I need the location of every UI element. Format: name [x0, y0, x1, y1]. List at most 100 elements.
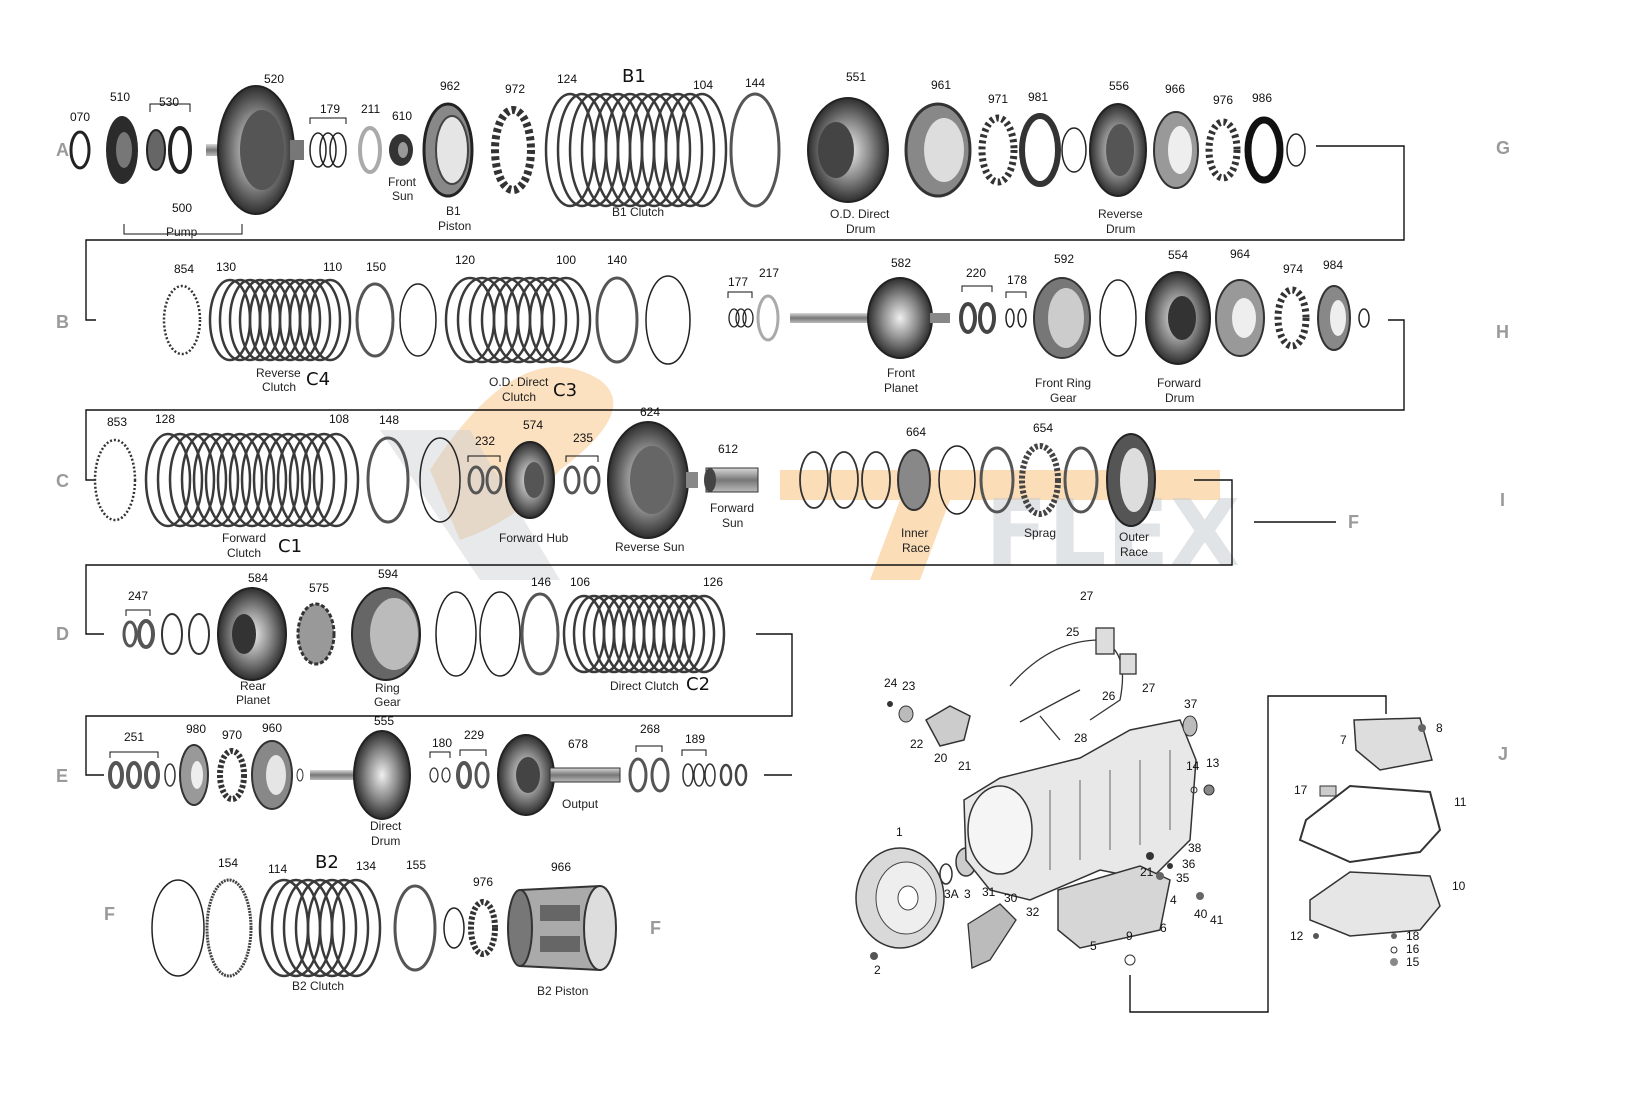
label-971: 971 — [988, 92, 1008, 106]
label-c17: 17 — [1294, 783, 1308, 797]
row-letter-b: B — [56, 312, 69, 332]
part-snap-ring-b4 — [1358, 308, 1370, 328]
part-146 — [520, 592, 560, 676]
label-c28: 28 — [1074, 731, 1088, 745]
row-letter-f-right: F — [650, 918, 661, 938]
label-c4: C4 — [306, 369, 330, 390]
label-154: 154 — [218, 856, 238, 870]
label-970: 970 — [222, 728, 242, 742]
label-189: 189 — [685, 732, 705, 746]
label-c21b: 21 — [1140, 865, 1154, 879]
label-b2-piston: B2 Piston — [537, 984, 588, 998]
label-854: 854 — [174, 262, 194, 276]
part-snap-ring-a2 — [1286, 133, 1306, 167]
label-sprag: Sprag — [1024, 526, 1056, 540]
label-144: 144 — [745, 76, 765, 90]
part-17 — [1319, 785, 1337, 797]
row-letter-j: J — [1498, 744, 1508, 764]
part-966-a — [1153, 111, 1199, 189]
bracket-189 — [681, 749, 707, 756]
label-500: 500 — [172, 201, 192, 215]
part-962 — [422, 102, 474, 198]
part-36 — [1167, 863, 1173, 869]
label-front-ring-1: Front Ring — [1035, 376, 1091, 390]
part-24 — [887, 701, 893, 707]
label-front-sun-2: Sun — [392, 189, 413, 203]
bracket-268 — [635, 745, 663, 752]
label-rev-drum-2: Drum — [1106, 222, 1135, 236]
label-575: 575 — [309, 581, 329, 595]
label-108: 108 — [329, 412, 349, 426]
label-974: 974 — [1283, 262, 1303, 276]
part-10-pan — [1309, 871, 1441, 937]
part-211 — [358, 126, 382, 174]
part-c-rings-left — [799, 451, 891, 509]
row-e-numbers: 251 980 970 960 555 180 229 678 268 189 … — [124, 714, 705, 848]
part-case-ribs — [1049, 750, 1171, 870]
part-555 — [310, 730, 411, 820]
part-c-washer — [979, 446, 1015, 514]
part-snap-ring-c — [419, 437, 461, 523]
label-155: 155 — [406, 858, 426, 872]
label-211: 211 — [361, 102, 380, 116]
case-assembly — [855, 627, 1442, 969]
part-980 — [179, 744, 209, 806]
label-c27a: 27 — [1080, 589, 1094, 603]
label-520: 520 — [264, 72, 284, 86]
part-140 — [595, 276, 639, 364]
part-179 — [309, 132, 347, 168]
label-od-clutch-2: Clutch — [502, 390, 536, 404]
label-c21a: 21 — [958, 759, 972, 773]
label-direct-clutch: Direct Clutch — [610, 679, 679, 693]
row-letter-i: I — [1500, 490, 1505, 510]
part-986 — [1244, 116, 1284, 184]
part-612 — [704, 467, 759, 493]
bracket-177 — [727, 291, 753, 298]
label-c25: 25 — [1066, 625, 1080, 639]
row-c-numbers: 853 128 108 148 232 574 235 624 612 664 … — [107, 405, 1149, 560]
part-snap-ring-b3 — [1099, 279, 1137, 357]
row-letter-a: A — [56, 140, 69, 160]
part-b2-clutch-pack — [258, 878, 382, 978]
label-b2-big: B2 — [315, 852, 339, 873]
label-235: 235 — [573, 431, 593, 445]
label-c3a: 3A — [944, 887, 959, 901]
label-c35: 35 — [1176, 871, 1190, 885]
label-rear-planet-2: Planet — [236, 693, 271, 707]
part-snap-ring-a — [1061, 127, 1087, 173]
watermark: FLEX — [380, 366, 1240, 587]
label-c38: 38 — [1188, 841, 1202, 855]
label-150: 150 — [366, 260, 386, 274]
label-177: 177 — [728, 275, 748, 289]
label-fwd-sun-2: Sun — [722, 516, 743, 530]
part-974 — [1274, 286, 1310, 350]
row-d-parts — [122, 587, 726, 681]
label-c13: 13 — [1206, 756, 1220, 770]
label-fwd-drum-1: Forward — [1157, 376, 1201, 390]
label-fwd-sun-1: Forward — [710, 501, 754, 515]
part-556 — [1089, 103, 1147, 197]
part-snap-ring-d — [435, 591, 477, 677]
label-148: 148 — [379, 413, 399, 427]
row-f-numbers: 154 114 134 155 976 966 B2 B2 Clutch B2 … — [218, 852, 588, 998]
label-c10: 10 — [1452, 879, 1466, 893]
row-b-parts — [162, 271, 1370, 365]
row-d-numbers: 247 584 575 594 146 106 126 Rear Planet … — [128, 567, 723, 709]
label-rev-sun: Reverse Sun — [615, 540, 684, 554]
label-100: 100 — [556, 253, 576, 267]
label-555: 555 — [374, 714, 394, 728]
label-624: 624 — [640, 405, 660, 419]
label-530: 530 — [159, 95, 179, 109]
part-148 — [366, 436, 410, 524]
part-229 — [456, 761, 490, 789]
label-c11: 11 — [1454, 795, 1467, 809]
row-a-numbers: 070 510 530 520 179 211 610 962 972 124 … — [70, 66, 1272, 239]
part-3a — [939, 863, 953, 885]
label-217: 217 — [759, 266, 779, 280]
part-144 — [729, 92, 781, 208]
part-20 — [924, 705, 971, 747]
part-23 — [898, 705, 914, 723]
label-c18: 18 — [1406, 929, 1420, 943]
row-e-parts — [108, 730, 748, 820]
part-575 — [296, 602, 336, 666]
